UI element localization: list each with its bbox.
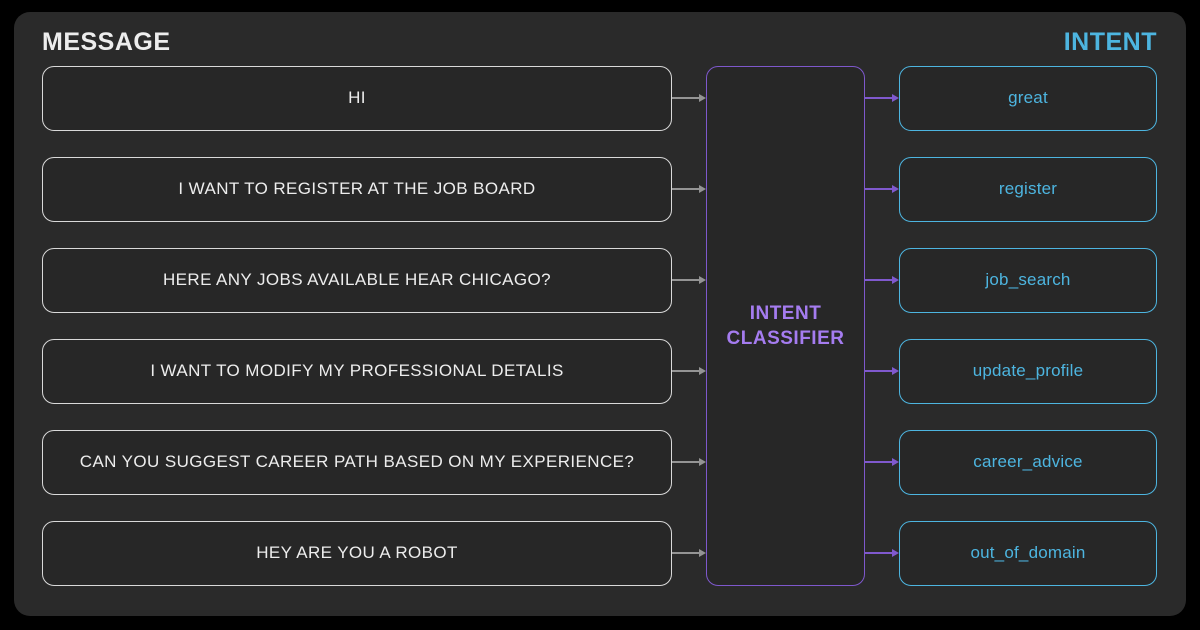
intent-classifier-label-line2: CLASSIFIER [726, 327, 845, 349]
classifier-to-intent-arrow-icon [865, 457, 899, 467]
intent-box: job_search [899, 247, 1157, 313]
intent-classifier-label-line1: INTENT [749, 302, 822, 324]
classifier-to-intent-arrow-icon [865, 366, 899, 376]
classifier-to-intent-arrow-icon [865, 548, 899, 558]
message-to-classifier-arrow-icon [672, 184, 706, 194]
diagram-panel: MESSAGE INTENT HI I WANT TO REGISTER AT … [14, 12, 1186, 616]
classifier-to-intent-arrow-icon [865, 93, 899, 103]
intent-box: register [899, 156, 1157, 222]
message-to-classifier-arrow-icon [672, 93, 706, 103]
message-box: HEY ARE YOU A ROBOT [42, 520, 672, 586]
intent-box: great [899, 65, 1157, 131]
message-to-classifier-arrow-icon [672, 366, 706, 376]
messages-column-heading: MESSAGE [42, 28, 171, 56]
classifier-to-intent-arrow-icon [865, 275, 899, 285]
message-box: HI [42, 65, 672, 131]
message-to-classifier-arrow-icon [672, 457, 706, 467]
message-to-classifier-arrow-icon [672, 548, 706, 558]
message-box: HERE ANY JOBS AVAILABLE HEAR CHICAGO? [42, 247, 672, 313]
intent-box: out_of_domain [899, 520, 1157, 586]
column-headings: MESSAGE INTENT [42, 28, 1157, 57]
intent-box: career_advice [899, 429, 1157, 495]
intent-classifier-label: INTENT CLASSIFIER [727, 301, 845, 351]
message-box: CAN YOU SUGGEST CAREER PATH BASED ON MY … [42, 429, 672, 495]
message-to-classifier-arrow-icon [672, 275, 706, 285]
message-box: I WANT TO REGISTER AT THE JOB BOARD [42, 156, 672, 222]
classifier-to-intent-arrow-icon [865, 184, 899, 194]
intent-classifier-box: INTENT CLASSIFIER [706, 65, 865, 586]
intent-column-heading: INTENT [1063, 28, 1157, 56]
message-box: I WANT TO MODIFY MY PROFESSIONAL DETALIS [42, 338, 672, 404]
intent-box: update_profile [899, 338, 1157, 404]
